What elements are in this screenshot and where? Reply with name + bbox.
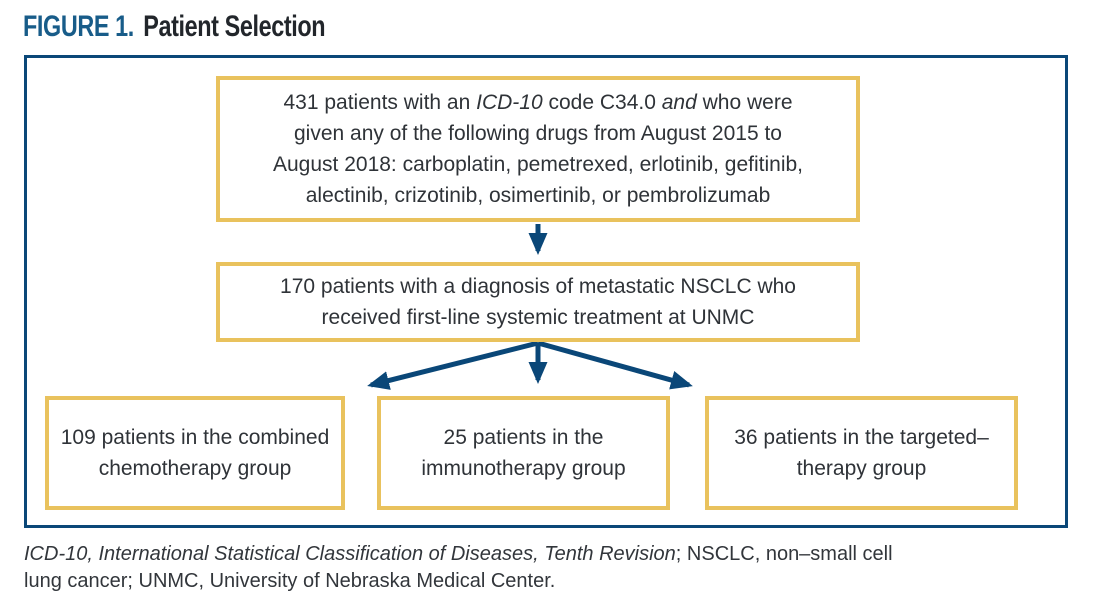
flowchart-container: 431 patients with an ICD-10 code C34.0 a…	[24, 55, 1068, 528]
flow-box-chemotherapy-group: 109 patients in the combined chemotherap…	[45, 396, 345, 510]
figure-label: FIGURE 1.	[23, 10, 134, 43]
flow-box-eligible-patients: 431 patients with an ICD-10 code C34.0 a…	[216, 76, 860, 222]
eligible-line-1: 431 patients with an ICD-10 code C34.0 a…	[283, 91, 793, 114]
flow-box-immunotherapy-group: 25 patients in the immunotherapy group	[377, 396, 670, 510]
footnote-line-2: lung cancer; UNMC, University of Nebrask…	[24, 570, 556, 592]
footnote-line-1: ICD-10, International Statistical Classi…	[24, 543, 893, 565]
arrow-box2-to-right	[537, 340, 693, 390]
diagnosed-line-2: received first-line systemic treatment a…	[321, 306, 755, 329]
figure-title: FIGURE 1. Patient Selection	[23, 10, 326, 44]
arrow-box2-to-left	[367, 340, 539, 390]
eligible-line-3: August 2018: carboplatin, pemetrexed, er…	[273, 153, 803, 176]
figure-name: Patient Selection	[143, 10, 326, 43]
immunotherapy-group-label: 25 patients in the immunotherapy group	[421, 426, 626, 480]
chemotherapy-group-label: 109 patients in the combined chemotherap…	[60, 426, 330, 480]
eligible-line-4: alectinib, crizotinib, osimertinib, or p…	[305, 184, 771, 207]
eligible-line-2: given any of the following drugs from Au…	[294, 122, 782, 145]
targeted-therapy-group-label: 36 patients in the targeted–therapy grou…	[734, 426, 989, 480]
diagnosed-line-1: 170 patients with a diagnosis of metasta…	[280, 275, 796, 298]
flow-box-targeted-therapy-group: 36 patients in the targeted–therapy grou…	[705, 396, 1018, 510]
flow-box-diagnosed-patients: 170 patients with a diagnosis of metasta…	[216, 262, 860, 342]
figure-footnote: ICD-10, International Statistical Classi…	[24, 541, 1074, 595]
